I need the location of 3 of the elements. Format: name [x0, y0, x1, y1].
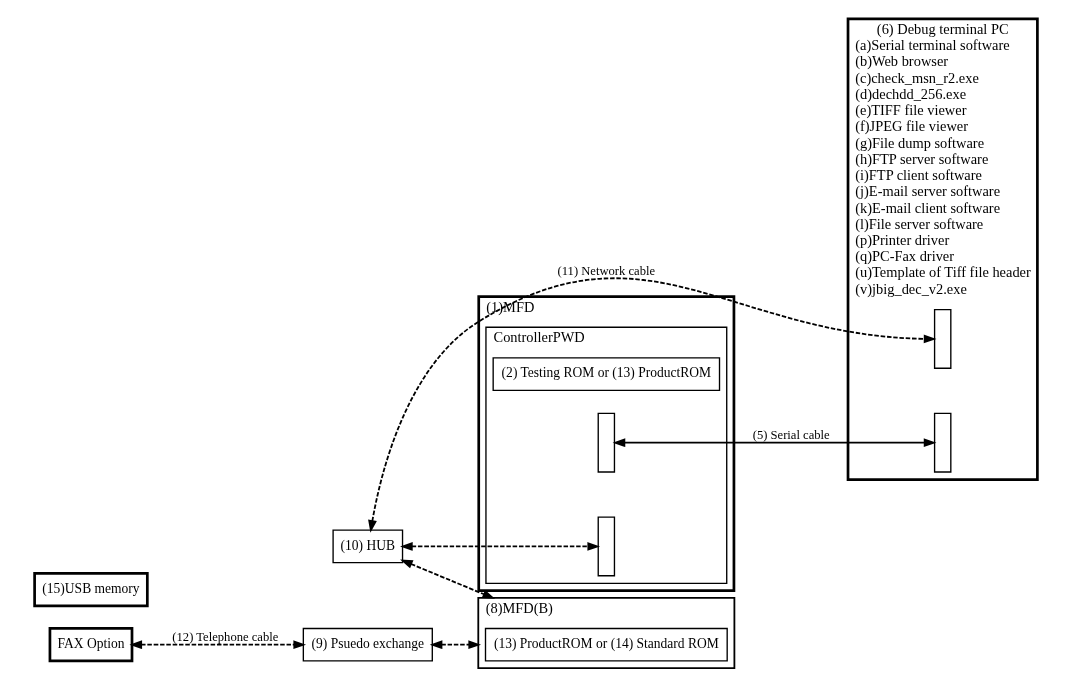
edge-label: (11) Network cable	[557, 264, 656, 279]
edge-label: (5) Serial cable	[752, 428, 830, 443]
edge-label: (12) Telephone cable	[172, 630, 279, 645]
